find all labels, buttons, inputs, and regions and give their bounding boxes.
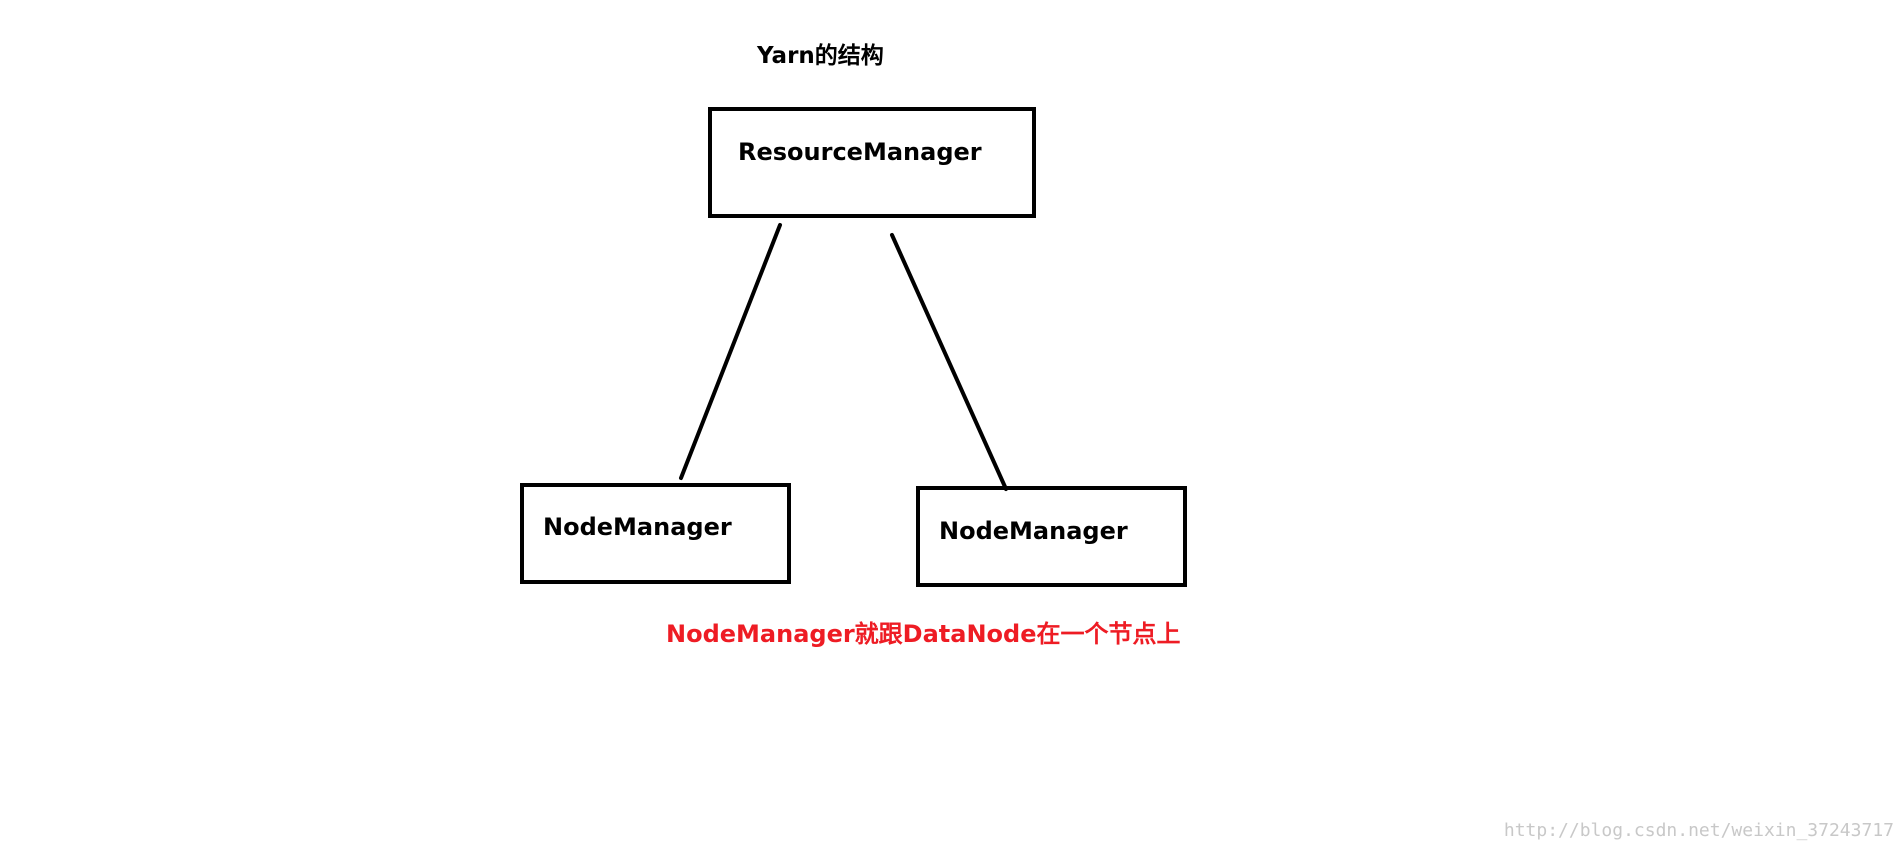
- resource-manager-box: [708, 107, 1036, 218]
- watermark: http://blog.csdn.net/weixin_37243717: [1503, 820, 1894, 841]
- diagram-title: Yarn的结构: [757, 43, 884, 69]
- connector-line-left: [679, 223, 782, 480]
- connector-line-right: [890, 233, 1008, 491]
- node-manager-label-right: NodeManager: [939, 517, 1128, 545]
- node-manager-box-left: [520, 483, 791, 584]
- resource-manager-label: ResourceManager: [738, 138, 982, 166]
- node-manager-label-left: NodeManager: [543, 513, 732, 541]
- node-manager-box-right: [916, 486, 1187, 587]
- node-manager-note: NodeManager就跟DataNode在一个节点上: [666, 620, 1181, 648]
